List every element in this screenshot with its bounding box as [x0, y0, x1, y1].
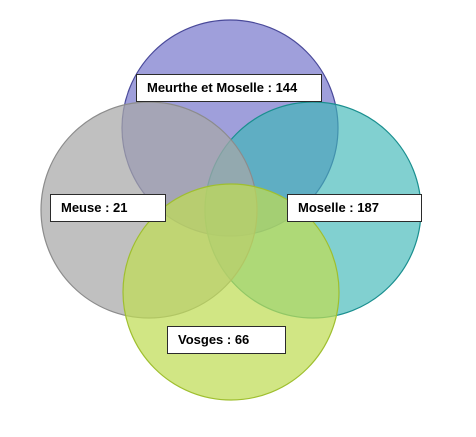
label-meuse: Meuse : 21 [50, 194, 166, 222]
label-vosges: Vosges : 66 [167, 326, 286, 354]
label-meurthe-et-moselle: Meurthe et Moselle : 144 [136, 74, 322, 102]
label-moselle: Moselle : 187 [287, 194, 422, 222]
